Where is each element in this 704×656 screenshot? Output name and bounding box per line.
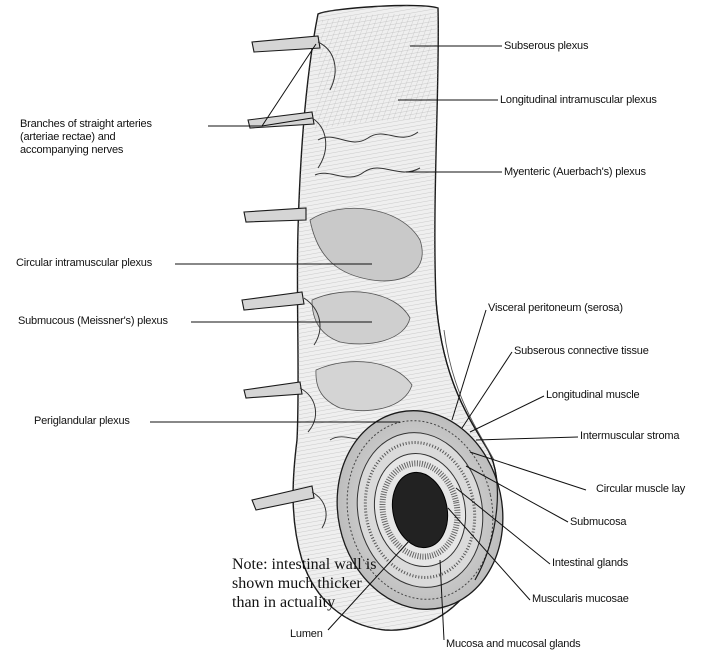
label-submucous-plexus: Submucous (Meissner's) plexus [18, 315, 168, 328]
label-subserous-connective-tissue: Subserous connective tissue [514, 345, 649, 358]
label-branches-line3: accompanying nerves [20, 144, 123, 157]
label-longitudinal-intramuscular-plexus: Longitudinal intramuscular plexus [500, 94, 657, 107]
label-branches-line2: (arteriae rectae) and [20, 131, 115, 144]
label-subserous-plexus: Subserous plexus [504, 40, 588, 53]
label-branches-line1: Branches of straight arteries [20, 118, 152, 131]
note-line-2: shown much thicker [232, 574, 376, 593]
label-periglandular-plexus: Periglandular plexus [34, 415, 130, 428]
label-circular-muscle: Circular muscle lay [596, 483, 685, 496]
label-intermuscular-stroma: Intermuscular stroma [580, 430, 679, 443]
note-text: Note: intestinal wall is shown much thic… [232, 555, 376, 612]
note-line-1: Note: intestinal wall is [232, 555, 376, 574]
label-submucosa: Submucosa [570, 516, 626, 529]
label-mucosa-glands: Mucosa and mucosal glands [446, 638, 580, 651]
label-muscularis-mucosae: Muscularis mucosae [532, 593, 629, 606]
label-intestinal-glands: Intestinal glands [552, 557, 628, 570]
label-visceral-peritoneum: Visceral peritoneum (serosa) [488, 302, 623, 315]
label-circular-intramuscular-plexus: Circular intramuscular plexus [16, 257, 152, 270]
label-longitudinal-muscle: Longitudinal muscle [546, 389, 639, 402]
label-lumen: Lumen [290, 628, 323, 641]
label-myenteric-plexus: Myenteric (Auerbach's) plexus [504, 166, 646, 179]
note-line-3: than in actuality [232, 593, 376, 612]
